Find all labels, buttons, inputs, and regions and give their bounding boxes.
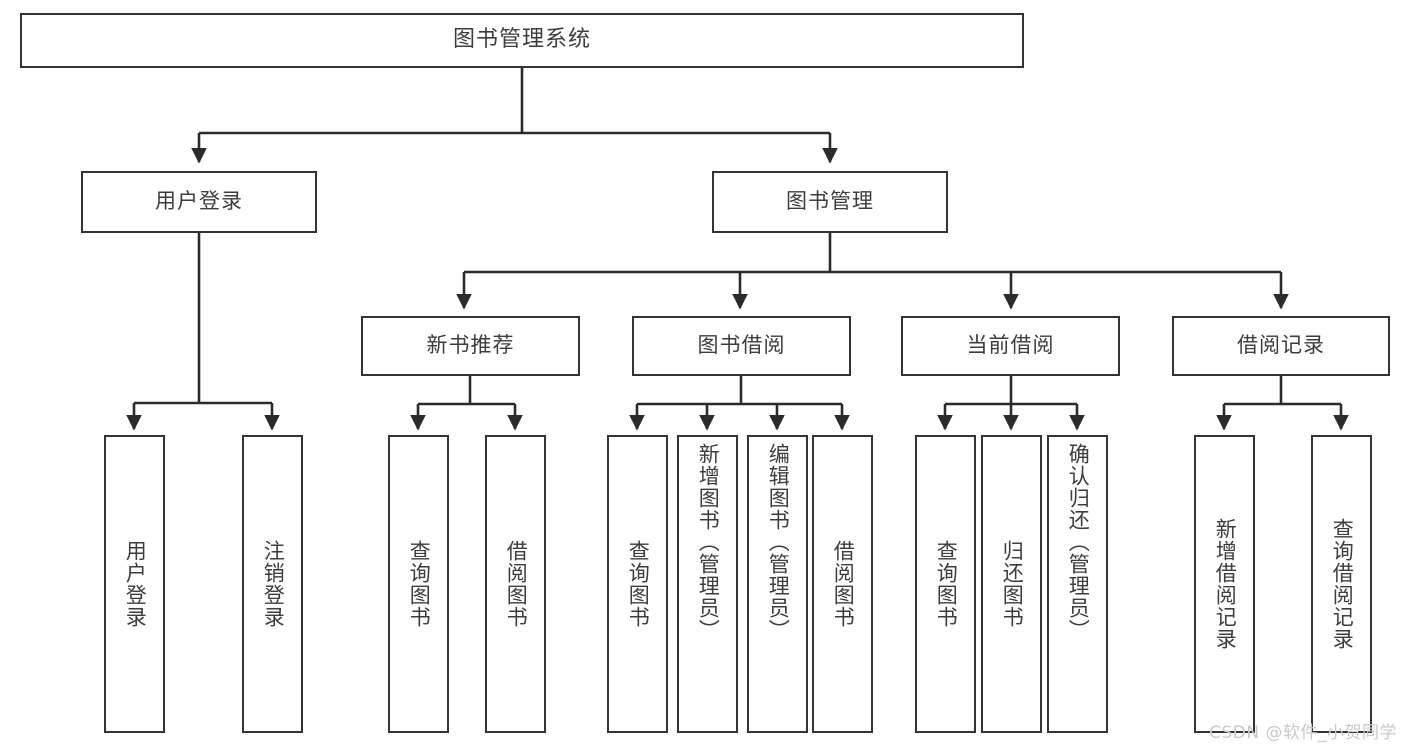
leaf-user-login-logout[interactable]: 注销登录 <box>242 435 303 733</box>
node-label: 编辑图书（管理员） <box>766 443 791 641</box>
node-label: 图书借阅 <box>697 333 786 358</box>
node-current-borrow[interactable]: 当前借阅 <box>901 316 1120 376</box>
node-label: 图书管理系统 <box>452 27 591 53</box>
leaf-book-borrow-query-book[interactable]: 查询图书 <box>607 435 668 733</box>
node-label: 借阅图书 <box>504 540 529 628</box>
leaf-borrow-record-query-record[interactable]: 查询借阅记录 <box>1311 435 1372 733</box>
leaf-book-borrow-add-book-admin[interactable]: 新增图书（管理员） <box>677 435 738 733</box>
leaf-borrow-record-add-record[interactable]: 新增借阅记录 <box>1194 435 1255 733</box>
leaf-new-book-query-book[interactable]: 查询图书 <box>388 435 449 733</box>
node-label: 新书推荐 <box>426 333 515 358</box>
node-label: 查询借阅记录 <box>1330 518 1355 650</box>
node-new-book-recommend[interactable]: 新书推荐 <box>361 316 580 376</box>
node-label: 新增图书（管理员） <box>696 443 721 641</box>
node-label: 查询图书 <box>407 540 432 628</box>
node-label: 查询图书 <box>626 540 651 628</box>
node-label: 确认归还（管理员） <box>1066 443 1091 641</box>
node-label: 用户登录 <box>123 540 148 628</box>
node-label: 新增借阅记录 <box>1213 518 1238 650</box>
node-label: 借阅记录 <box>1237 333 1325 358</box>
node-label: 归还图书 <box>1000 540 1025 628</box>
leaf-book-borrow-borrow-book[interactable]: 借阅图书 <box>812 435 873 733</box>
node-label: 图书管理 <box>786 189 874 214</box>
watermark-text: CSDN @软件_小贺同学 <box>1209 723 1397 743</box>
node-book-borrow[interactable]: 图书借阅 <box>632 316 851 376</box>
leaf-user-login-login[interactable]: 用户登录 <box>104 435 165 733</box>
leaf-current-borrow-query-book[interactable]: 查询图书 <box>915 435 976 733</box>
node-borrow-record[interactable]: 借阅记录 <box>1172 316 1390 376</box>
leaf-current-borrow-confirm-return-admin[interactable]: 确认归还（管理员） <box>1047 435 1108 733</box>
node-label: 借阅图书 <box>831 540 856 628</box>
node-book-management[interactable]: 图书管理 <box>712 171 948 233</box>
leaf-current-borrow-return-book[interactable]: 归还图书 <box>981 435 1042 733</box>
node-label: 查询图书 <box>934 540 959 628</box>
node-label: 用户登录 <box>155 189 243 214</box>
node-label: 注销登录 <box>261 540 286 628</box>
leaf-book-borrow-edit-book-admin[interactable]: 编辑图书（管理员） <box>747 435 808 733</box>
node-root-system[interactable]: 图书管理系统 <box>20 13 1024 68</box>
leaf-new-book-borrow-book[interactable]: 借阅图书 <box>485 435 546 733</box>
node-user-login[interactable]: 用户登录 <box>81 171 317 233</box>
node-label: 当前借阅 <box>966 333 1055 358</box>
